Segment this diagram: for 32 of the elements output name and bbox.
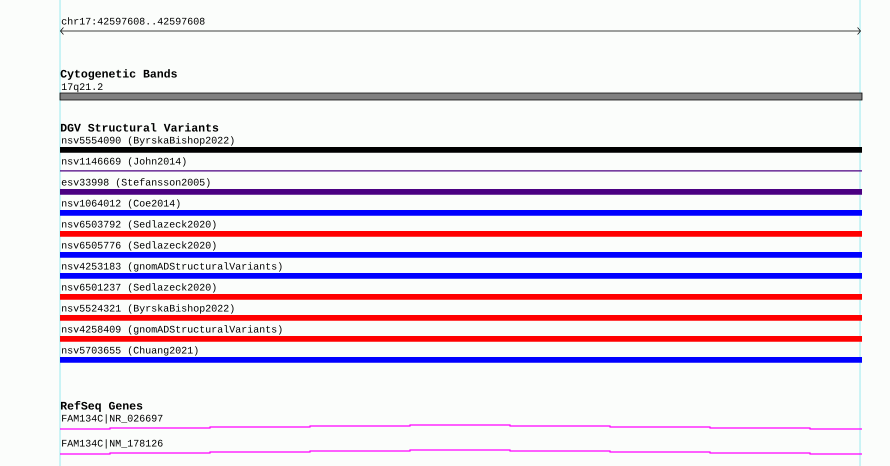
variant-bar [60, 315, 862, 321]
track-heading: RefSeq Genes [60, 401, 142, 412]
gene-line [60, 424, 862, 430]
feature-label: nsv5703655 (Chuang2021) [62, 346, 198, 356]
feature-label: nsv6505776 (Sedlazeck2020) [62, 241, 216, 251]
variant-bar [60, 210, 862, 216]
track-heading: DGV Structural Variants [60, 123, 218, 132]
variant-bar [60, 357, 862, 363]
variant-bar [60, 147, 862, 153]
variant-bar [60, 189, 862, 195]
band-bar [60, 92, 862, 100]
variant-line [60, 170, 862, 172]
feature-label: 17q21.2 [62, 83, 102, 92]
variant-bar [60, 252, 862, 258]
feature-label: esv33998 (Stefansson2005) [62, 178, 210, 188]
feature-label: nsv4253183 (gnomADStructuralVariants) [62, 262, 282, 272]
variant-bar [60, 273, 862, 279]
feature-label: nsv4258409 (gnomADStructuralVariants) [62, 325, 282, 335]
track-heading: Cytogenetic Bands [60, 69, 177, 80]
feature-label: nsv5524321 (ByrskaBishop2022) [62, 304, 234, 314]
feature-label: nsv1064012 (Coe2014) [62, 199, 180, 209]
feature-label: nsv6503792 (Sedlazeck2020) [62, 220, 216, 230]
gene-line [60, 449, 862, 455]
variant-bar [60, 231, 862, 237]
feature-label: nsv5554090 (ByrskaBishop2022) [62, 136, 234, 146]
coordinate-label: chr17:42597608..42597608 [62, 17, 205, 25]
feature-label: FAM134C|NM_178126 [62, 439, 163, 449]
variant-bar [60, 336, 862, 342]
feature-label: FAM134C|NR_026697 [62, 414, 162, 424]
feature-label: nsv1146669 (John2014) [62, 157, 186, 167]
variant-bar [60, 294, 862, 300]
feature-label: nsv6501237 (Sedlazeck2020) [62, 283, 216, 293]
